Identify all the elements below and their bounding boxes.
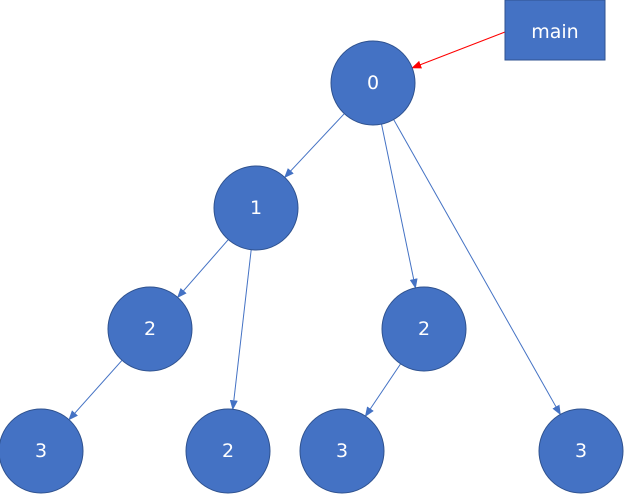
node-label: 0 xyxy=(367,72,379,94)
node-circle xyxy=(299,408,385,494)
edge-n0-n1 xyxy=(284,113,345,179)
node-circle xyxy=(0,408,84,494)
node-circle xyxy=(185,408,271,494)
tree-node-n3a: 3 xyxy=(0,408,84,494)
edge-n0-n2b xyxy=(381,124,418,289)
edges-layer xyxy=(68,31,561,421)
node-circle xyxy=(107,286,193,372)
tree-node-n2a: 2 xyxy=(107,286,193,372)
tree-node-n1: 1 xyxy=(213,165,299,251)
tree-node-n3b: 3 xyxy=(299,408,385,494)
main-box-label: main xyxy=(531,21,578,43)
edge-n0-n3c xyxy=(393,119,561,416)
edge-main-n0 xyxy=(411,31,506,69)
tree-node-n0: 0 xyxy=(330,40,416,126)
node-circle xyxy=(213,165,299,251)
node-label: 3 xyxy=(336,440,348,462)
node-circle xyxy=(538,408,624,494)
edge-n2b-n3b xyxy=(364,363,401,417)
node-label: 2 xyxy=(418,318,430,340)
node-label: 2 xyxy=(144,318,156,340)
tree-node-n2b: 2 xyxy=(381,286,467,372)
edge-n1-n2a xyxy=(177,239,229,299)
node-circle xyxy=(330,40,416,126)
node-label: 3 xyxy=(35,440,47,462)
main-box: main xyxy=(504,0,606,61)
tree-node-n3c: 3 xyxy=(538,408,624,494)
node-label: 1 xyxy=(250,197,262,219)
nodes-layer: 0 1 2 2 3 2 3 3 xyxy=(0,40,624,494)
node-label: 3 xyxy=(575,440,587,462)
edge-n1-n2c xyxy=(229,249,252,411)
node-circle xyxy=(381,286,467,372)
tree-node-n2c: 2 xyxy=(185,408,271,494)
node-label: 2 xyxy=(222,440,234,462)
edge-n2a-n3a xyxy=(68,359,123,421)
